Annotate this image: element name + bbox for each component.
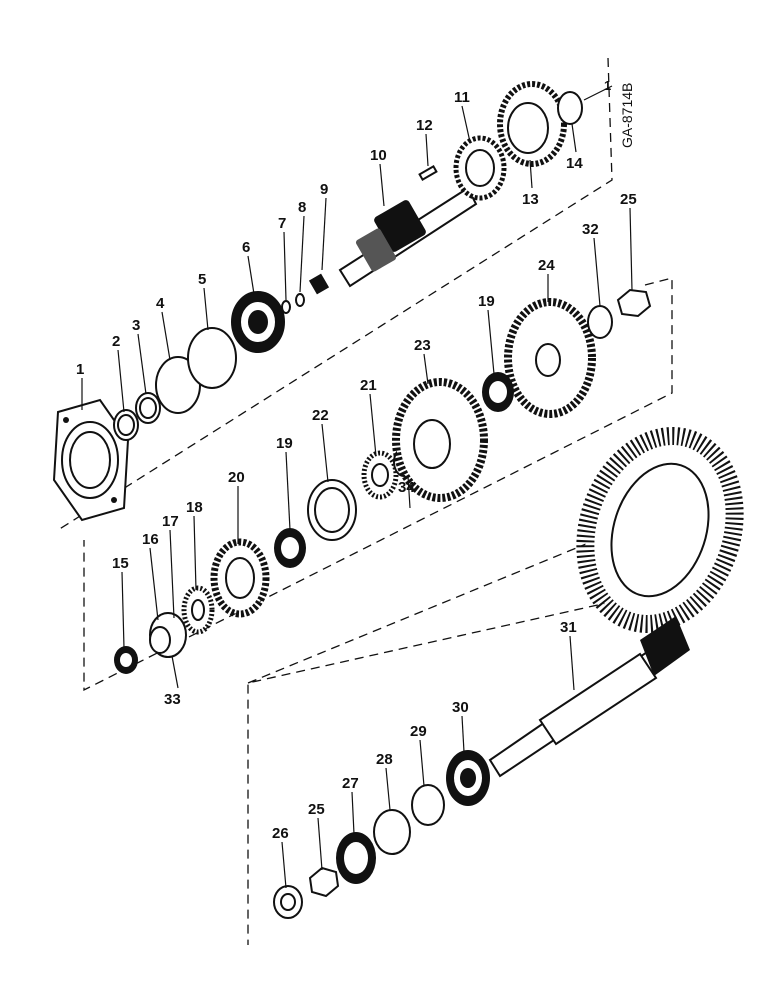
bearing-30	[446, 750, 490, 806]
shaft-10	[338, 186, 478, 288]
callout-1-top: 1	[604, 78, 611, 93]
callout-33: 33	[164, 691, 181, 708]
callout-25-upper: 25	[620, 191, 637, 208]
callout-21: 21	[360, 377, 377, 394]
callout-29: 29	[410, 723, 427, 740]
callouts: 1 2 3 4 5 6 7 8 9 10 11 12 13 14 15 16 1…	[76, 78, 637, 842]
callout-7: 7	[278, 215, 286, 232]
group-outlines	[57, 57, 673, 945]
needle-bearing-19-lower	[274, 528, 306, 568]
ring-22	[307, 479, 357, 541]
callout-12: 12	[416, 117, 433, 134]
ring-28	[373, 809, 411, 855]
callout-15: 15	[112, 555, 129, 572]
callout-34: 34	[398, 479, 415, 496]
callout-18: 18	[186, 499, 203, 516]
nut-25-upper	[616, 288, 652, 318]
nut-25-lower	[308, 866, 340, 898]
gear-20	[210, 538, 270, 618]
callout-30: 30	[452, 699, 469, 716]
callout-5: 5	[198, 271, 206, 288]
callout-8: 8	[298, 199, 306, 216]
callout-17: 17	[162, 513, 179, 530]
figure-code: GA-8714B	[619, 83, 635, 148]
callout-32: 32	[582, 221, 599, 238]
washer-26	[273, 885, 303, 919]
rings-2-3	[113, 392, 161, 441]
callout-27: 27	[342, 775, 359, 792]
bearing-6	[231, 291, 285, 353]
callout-31: 31	[560, 619, 577, 636]
callout-26: 26	[272, 825, 289, 842]
gear-11	[453, 135, 507, 201]
ring-29	[411, 784, 445, 826]
callout-22: 22	[312, 407, 329, 424]
pinion-shaft-31	[488, 616, 690, 778]
callout-6: 6	[242, 239, 250, 256]
leader-lines	[81, 85, 633, 889]
callout-24: 24	[538, 257, 555, 274]
gear-13	[497, 81, 567, 167]
gear-23	[392, 378, 488, 502]
callout-13: 13	[522, 191, 539, 208]
ring-32	[587, 305, 613, 339]
collar-16-33	[149, 612, 187, 658]
callout-25-lower: 25	[308, 801, 325, 818]
callout-10: 10	[370, 147, 387, 164]
needle-bearing-19-upper	[482, 372, 514, 412]
rings-7-8-needle-9	[281, 273, 330, 314]
gear-24	[504, 298, 596, 418]
callout-11: 11	[454, 89, 470, 106]
upper-group-outline	[57, 57, 613, 531]
callout-4: 4	[156, 295, 165, 312]
callout-1: 1	[76, 361, 84, 378]
bearing-27	[336, 832, 376, 884]
callout-3: 3	[132, 317, 140, 334]
ring-gear-31	[576, 427, 744, 633]
callout-16: 16	[142, 531, 159, 548]
callout-9: 9	[320, 181, 328, 198]
callout-20: 20	[228, 469, 245, 486]
washer-17-18	[181, 585, 215, 635]
flange-plate-part	[52, 398, 130, 522]
middle-group-outline	[83, 277, 673, 692]
needle-bearing-15	[114, 646, 138, 674]
ring-14	[557, 91, 583, 125]
key-12	[418, 165, 438, 181]
snap-rings-4-5	[155, 327, 237, 414]
callout-28: 28	[376, 751, 393, 768]
callout-14: 14	[566, 155, 583, 172]
callout-19-upper: 19	[478, 293, 495, 310]
callout-19-lower: 19	[276, 435, 293, 452]
callout-23: 23	[414, 337, 431, 354]
callout-2: 2	[112, 333, 120, 350]
